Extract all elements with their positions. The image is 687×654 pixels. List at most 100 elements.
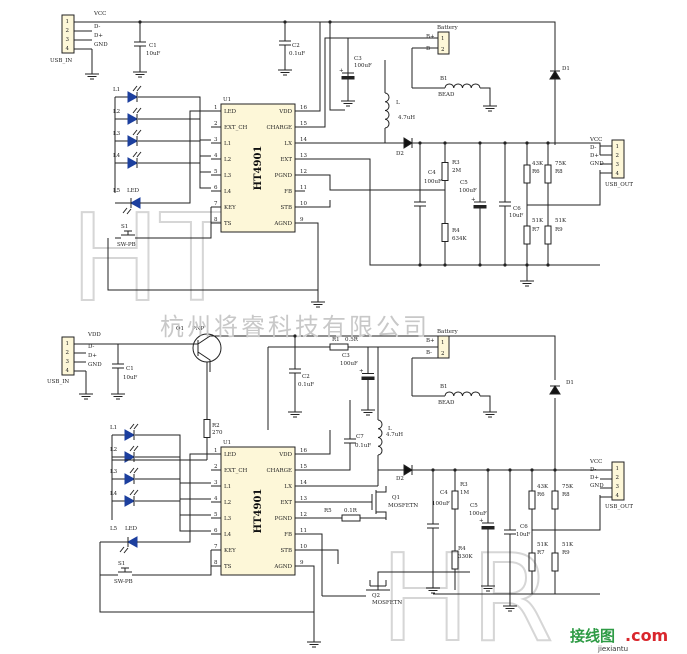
led-ref: L2 xyxy=(110,447,117,453)
pin-name: L3 xyxy=(224,516,232,522)
component-label: D1 xyxy=(562,66,570,72)
connector-body xyxy=(62,337,74,375)
net-label: VCC xyxy=(93,11,106,17)
connector-pin-number: 1 xyxy=(616,466,620,472)
res-body xyxy=(452,491,458,509)
junction-dot xyxy=(530,468,534,472)
pin-number: 1 xyxy=(214,448,218,454)
component-label: R7 xyxy=(532,227,540,233)
component-label: R8 xyxy=(555,169,563,175)
component-label: R3 xyxy=(452,160,460,166)
component-label: C2 xyxy=(302,374,310,380)
pin-name: STB xyxy=(281,548,292,554)
battery-net-label: B- xyxy=(426,350,432,356)
pin-name: LX xyxy=(284,141,292,147)
pin-number: 1 xyxy=(214,105,218,111)
ground-icon xyxy=(79,388,93,399)
resistor-icon xyxy=(552,470,558,530)
led-ray xyxy=(134,446,138,451)
ic-ref: U1 xyxy=(223,440,231,446)
res-body xyxy=(204,420,210,438)
resistor-icon xyxy=(545,205,551,265)
led-triangle xyxy=(125,430,134,440)
battery-pin-number: 2 xyxy=(441,47,445,53)
pin-name: CHARGE xyxy=(266,125,292,131)
component-label: 51K xyxy=(532,218,544,224)
component-label: 0.5R xyxy=(345,337,359,343)
ground-icon xyxy=(85,68,99,79)
led-icon xyxy=(125,424,138,440)
inductor-icon xyxy=(385,93,389,128)
diode-d2-icon xyxy=(404,465,412,475)
component-label: R8 xyxy=(562,492,570,498)
wire xyxy=(140,111,211,203)
led-icon xyxy=(128,108,141,124)
capacitor-icon xyxy=(499,143,511,265)
wire xyxy=(305,200,330,207)
junction-dot xyxy=(525,141,529,145)
connector-pin-number: 4 xyxy=(66,46,70,52)
pnp-ref: Q1 xyxy=(176,326,184,332)
ground-icon xyxy=(361,404,375,415)
wire xyxy=(305,38,348,127)
ground-icon xyxy=(341,95,355,106)
led-ray xyxy=(137,108,141,113)
diode-triangle xyxy=(404,465,412,475)
cap-plus: + xyxy=(471,197,476,203)
wire xyxy=(305,534,322,596)
pin-number: 7 xyxy=(214,544,218,550)
connector-body xyxy=(612,140,624,178)
diode-d2-icon xyxy=(404,138,412,148)
net-label: D+ xyxy=(88,353,97,359)
pin-name: LED xyxy=(224,109,237,115)
wire xyxy=(378,572,470,590)
pin-number: 15 xyxy=(300,464,307,470)
capacitor-icon xyxy=(427,470,439,582)
junction-dot xyxy=(443,263,447,267)
led-triangle xyxy=(128,114,137,124)
pin-name: AGND xyxy=(273,221,292,227)
wire xyxy=(480,88,490,100)
pin-name: TS xyxy=(224,564,232,570)
led-triangle xyxy=(125,474,134,484)
component-label: B1 xyxy=(440,76,448,82)
pin-number: 9 xyxy=(300,560,304,566)
component-label: C3 xyxy=(354,56,362,62)
led-ray xyxy=(127,209,131,214)
component-label: R3 xyxy=(460,482,468,488)
component-label: BEAD xyxy=(438,400,455,406)
pin-name: L1 xyxy=(224,141,231,147)
pnp-type: PNP xyxy=(192,326,205,332)
component-label: R2 xyxy=(212,423,220,429)
cap-plus: + xyxy=(339,68,344,74)
pin-name: AGND xyxy=(273,564,292,570)
bg-letters-top: HT xyxy=(70,190,234,329)
cap-plate-neg xyxy=(482,527,494,530)
site-watermark-en: jiexiantu xyxy=(597,645,628,653)
pin-number: 3 xyxy=(214,137,218,143)
led-icon xyxy=(128,86,141,102)
junction-dot xyxy=(478,263,482,267)
pin-name: TS xyxy=(224,221,232,227)
led-ref: L4 xyxy=(110,491,118,497)
wire xyxy=(137,454,211,542)
component-label: R1 xyxy=(332,337,340,343)
pin-number: 5 xyxy=(214,512,218,518)
component-label: C6 xyxy=(520,524,528,530)
resistor-icon xyxy=(204,412,210,445)
led-ray xyxy=(134,468,138,473)
wire xyxy=(532,495,600,530)
pin-name: L2 xyxy=(224,157,231,163)
junction-dot xyxy=(283,20,287,24)
component-label: C2 xyxy=(292,43,300,49)
vout-wire xyxy=(412,143,600,155)
resistor-icon xyxy=(452,470,458,530)
diode-triangle xyxy=(550,71,560,79)
resistor-icon xyxy=(529,470,535,530)
component-label: 100uF xyxy=(469,511,487,517)
component-label: 634K xyxy=(452,236,467,242)
pin-number: 6 xyxy=(214,528,218,534)
component-label: R4 xyxy=(452,228,460,234)
led-ray xyxy=(120,547,124,552)
